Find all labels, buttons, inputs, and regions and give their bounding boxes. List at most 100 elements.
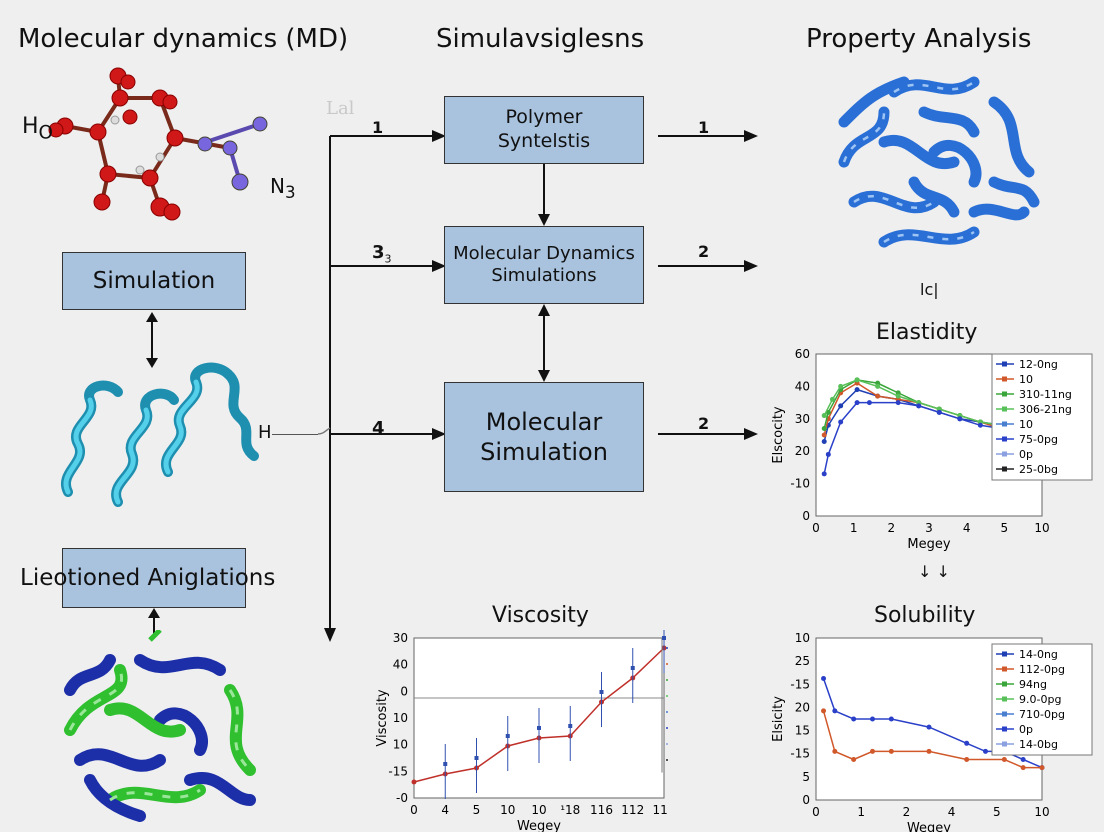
x-tick-label: 10	[1034, 521, 1049, 535]
data-point	[1001, 757, 1007, 762]
data-point	[832, 708, 838, 714]
x-tick-label: 10	[531, 803, 546, 817]
y-tick-label: 0	[400, 684, 408, 698]
data-point	[411, 779, 417, 785]
x-tick-label: 112	[621, 803, 644, 817]
data-point	[851, 716, 857, 722]
y-tick-label: 30	[795, 412, 810, 426]
simulation-box: Simulation	[62, 252, 246, 310]
error-marker	[474, 756, 479, 760]
data-point	[926, 748, 932, 754]
cyan-helix-illustration	[61, 362, 259, 507]
data-point	[854, 387, 860, 393]
double-arrow-center	[538, 304, 550, 382]
data-point	[866, 400, 872, 406]
legend-entry: 0p	[1019, 448, 1033, 461]
data-point	[854, 400, 860, 406]
legend-marker	[1002, 406, 1007, 412]
x-tick-label: 2	[903, 805, 911, 819]
y-axis-label: Elsicity	[771, 696, 786, 742]
y-tick-label: -15	[388, 764, 408, 778]
y-tick-label: 5	[802, 770, 810, 784]
molecular-simulation-box: Molecular Simulation	[444, 382, 644, 492]
left-title: Molecular dynamics (MD)	[18, 24, 349, 54]
legend-entry: 306-21ng	[1019, 403, 1072, 416]
center-title: Simulavsiglesns	[436, 24, 645, 54]
x-axis-label: Wegey	[907, 821, 951, 832]
x-tick-label: 4	[948, 805, 956, 819]
error-marker	[662, 636, 666, 640]
y-tick-label: 40	[393, 658, 408, 672]
x-tick-label: 2	[888, 521, 896, 535]
arrow-label-in4: 4	[372, 418, 385, 439]
data-point	[821, 471, 827, 477]
data-point	[895, 400, 901, 406]
y-tick-label: 40	[795, 379, 810, 393]
lieotioned-box	[62, 548, 246, 608]
error-marker	[568, 724, 573, 728]
x-tick-label: 3	[925, 521, 933, 535]
data-point	[936, 409, 942, 415]
x-tick-label: 0	[410, 803, 418, 817]
data-point	[1039, 765, 1045, 771]
legend-entry: 710-0pg	[1019, 708, 1065, 721]
x-tick-label: 116	[590, 803, 613, 817]
data-point	[838, 403, 844, 409]
data-point	[821, 426, 827, 432]
data-point	[821, 676, 827, 681]
x-tick-label: 5	[993, 805, 1001, 819]
helix-connector	[272, 434, 318, 435]
legend-entry: 12-0ng	[1019, 358, 1058, 371]
data-point	[832, 748, 838, 754]
down-arrow-center	[538, 164, 550, 226]
polymer-box: Polymer Syntelstis	[444, 96, 644, 164]
data-point	[825, 451, 831, 457]
x-tick-label: 1	[850, 521, 858, 535]
data-point	[926, 724, 932, 730]
y-tick-label: -0	[396, 791, 408, 805]
legend-entry: 25-0bg	[1019, 463, 1058, 476]
data-point	[964, 757, 970, 762]
legend-marker	[1002, 711, 1007, 717]
y-tick-label: 20	[795, 444, 810, 458]
data-point	[1020, 765, 1026, 771]
legend-marker	[1002, 376, 1007, 382]
label-n3: N3	[270, 174, 296, 202]
double-arrow-left	[146, 312, 158, 368]
error-marker	[505, 734, 510, 738]
series-line	[822, 710, 1042, 769]
legend-entry: 10	[1019, 418, 1033, 431]
legend-marker	[1002, 741, 1007, 747]
data-point	[1020, 757, 1026, 762]
data-point	[870, 748, 875, 754]
blue-protein-illustration	[838, 76, 1040, 248]
x-tick-label: 0	[812, 521, 820, 535]
data-point	[870, 716, 875, 722]
legend-entry: 94ng	[1019, 678, 1047, 691]
x-axis-label: Wegey	[517, 819, 561, 832]
legend-entry: 0p	[1019, 723, 1033, 736]
legend-entry: 14-0bg	[1019, 738, 1058, 751]
y-tick-label: 15	[795, 724, 810, 738]
legend-marker	[1002, 451, 1007, 457]
faded-note: Lal	[326, 98, 355, 119]
error-marker	[630, 666, 635, 670]
legend-entry: 75-0pg	[1019, 433, 1058, 446]
y-tick-label: 10	[393, 711, 408, 725]
x-tick-label: 10	[1034, 805, 1049, 819]
data-point	[895, 393, 901, 399]
viscosity-chart: -0-151010040300451010¹18116112110WegeyVi…	[375, 630, 668, 832]
y-tick-label: 30	[393, 631, 408, 645]
y-tick-label: 10	[795, 631, 810, 645]
data-point	[821, 413, 827, 419]
arrow-label-out1: 1	[698, 118, 710, 137]
label-ho: HO	[22, 114, 53, 144]
data-point	[983, 748, 988, 754]
y-tick-label: 10	[393, 738, 408, 752]
data-point	[875, 393, 881, 399]
protein-note: lc|	[920, 280, 939, 299]
legend-entry: 310-11ng	[1019, 388, 1072, 401]
legend-box	[991, 353, 1093, 481]
arrow-label-out2a: 2	[698, 242, 710, 261]
